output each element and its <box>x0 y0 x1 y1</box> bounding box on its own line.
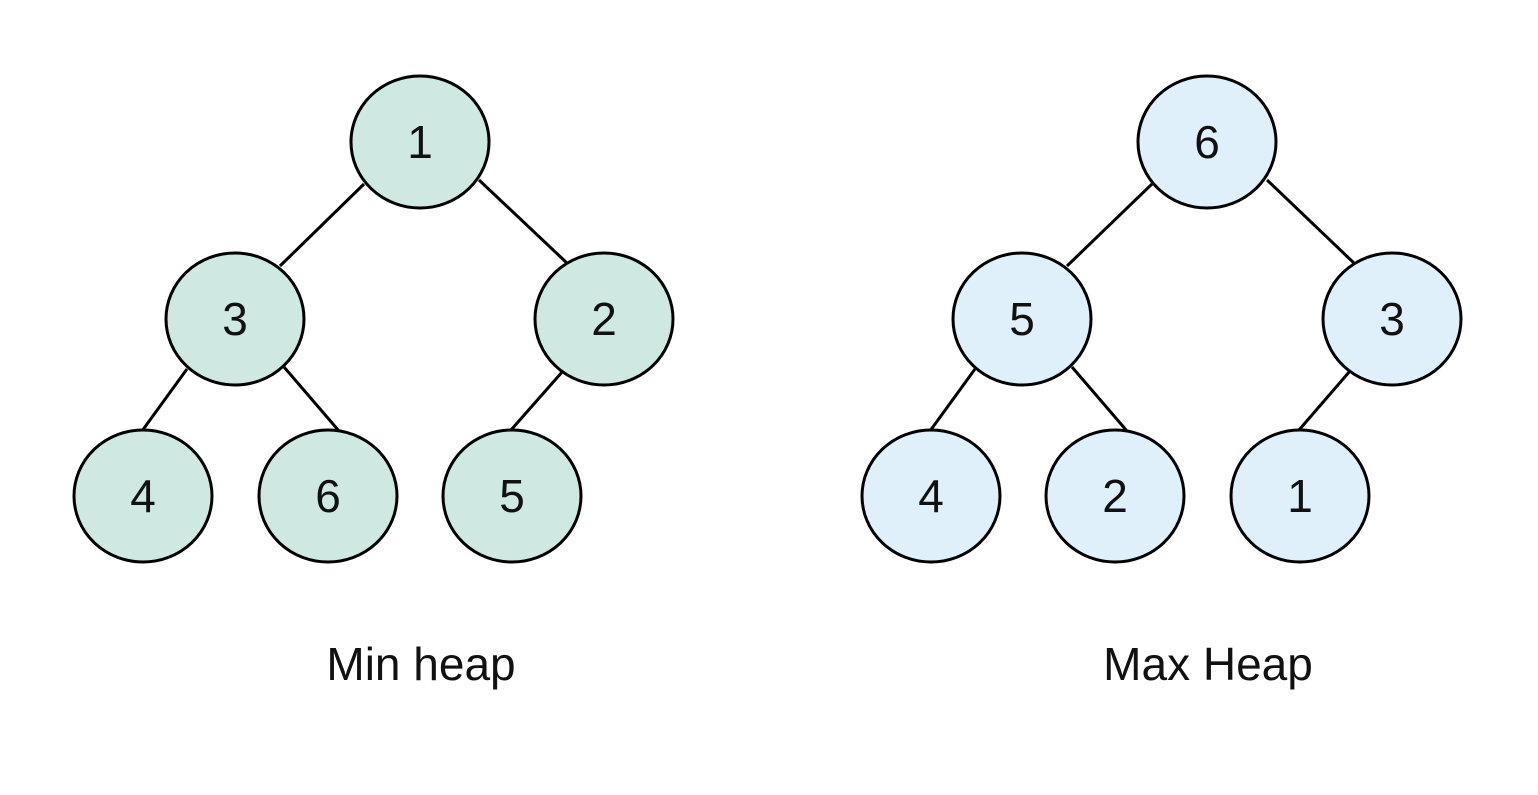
min-heap-node: 4 <box>72 428 214 564</box>
node-circle <box>257 428 399 564</box>
min-heap-node: 3 <box>164 251 306 387</box>
max-heap-edge-6-3 <box>1265 178 1357 266</box>
node-circle <box>1229 428 1371 564</box>
max-heap-node: 5 <box>951 251 1093 387</box>
min-heap-edge-3-6 <box>282 366 341 432</box>
node-value: 2 <box>1102 470 1128 522</box>
min-heap-node: 5 <box>441 428 583 564</box>
min-heap-node: 6 <box>257 428 399 564</box>
node-circle <box>1136 74 1278 210</box>
node-value: 1 <box>407 116 433 168</box>
node-circle <box>349 74 491 210</box>
min-heap-caption: Min heap <box>326 638 515 690</box>
node-value: 5 <box>1009 293 1035 345</box>
node-circle <box>951 251 1093 387</box>
min-heap-edge-2-5 <box>509 370 565 431</box>
min-heap-node: 2 <box>533 251 675 387</box>
node-value: 2 <box>591 293 617 345</box>
max-heap-tree: 6 5 3 4 2 1 Max Heap <box>860 74 1463 690</box>
max-heap-node: 3 <box>1321 251 1463 387</box>
min-heap-edge-1-2 <box>477 178 570 266</box>
max-heap-edge-6-5 <box>1065 182 1154 268</box>
min-heap-node: 1 <box>349 74 491 210</box>
node-circle <box>1044 428 1186 564</box>
max-heap-node: 6 <box>1136 74 1278 210</box>
node-circle <box>164 251 306 387</box>
max-heap-edge-5-4 <box>928 368 977 432</box>
max-heap-node: 1 <box>1229 428 1371 564</box>
max-heap-caption: Max Heap <box>1103 638 1313 690</box>
min-heap-edge-1-3 <box>278 182 366 268</box>
node-circle <box>1321 251 1463 387</box>
node-value: 3 <box>1379 293 1405 345</box>
node-value: 3 <box>222 293 248 345</box>
node-circle <box>860 428 1002 564</box>
min-heap-edge-3-4 <box>140 368 189 432</box>
max-heap-edge-5-2 <box>1070 366 1129 432</box>
max-heap-node: 4 <box>860 428 1002 564</box>
node-value: 6 <box>1194 116 1220 168</box>
node-value: 6 <box>315 470 341 522</box>
max-heap-node: 2 <box>1044 428 1186 564</box>
max-heap-edge-3-1 <box>1297 370 1352 431</box>
node-value: 1 <box>1287 470 1313 522</box>
node-circle <box>441 428 583 564</box>
node-value: 5 <box>499 470 525 522</box>
node-value: 4 <box>918 470 944 522</box>
node-value: 4 <box>130 470 156 522</box>
min-heap-tree: 1 3 2 4 6 5 Min heap <box>72 74 675 690</box>
node-circle <box>533 251 675 387</box>
node-circle <box>72 428 214 564</box>
